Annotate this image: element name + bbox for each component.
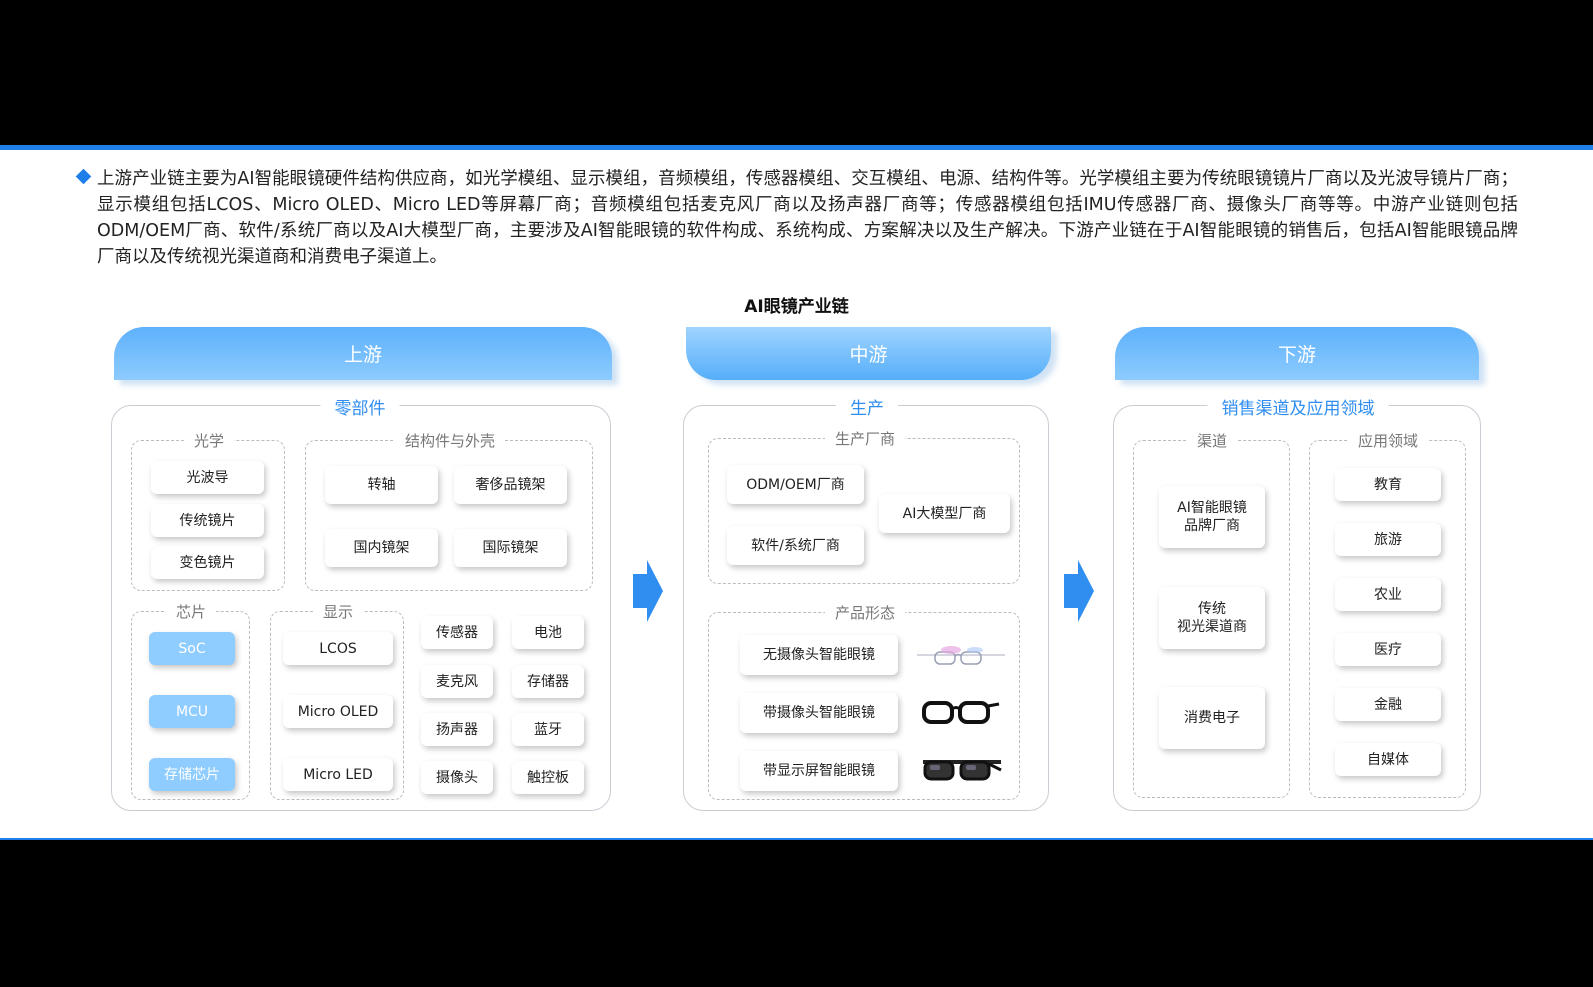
field-item: 农业 xyxy=(1335,578,1441,611)
display-item: LCOS xyxy=(283,632,393,665)
flow-arrow-icon xyxy=(633,560,663,622)
midstream-panel-title: 生产 xyxy=(836,394,898,419)
chip-item: MCU xyxy=(149,695,235,728)
structure-group: 结构件与外壳 转轴 奢侈品镜架 国内镜架 国际镜架 xyxy=(305,430,593,591)
slide: 上游产业链主要为AI智能眼镜硬件结构供应商，如光学模组、显示模组，音频模组，传感… xyxy=(0,145,1593,840)
intro-paragraph: 上游产业链主要为AI智能眼镜硬件结构供应商，如光学模组、显示模组，音频模组，传感… xyxy=(75,166,1518,270)
component-item: 摄像头 xyxy=(421,761,493,794)
camera-glasses-icon xyxy=(922,701,1000,724)
optics-item: 变色镜片 xyxy=(151,546,264,579)
channel-item: AI智能眼镜 品牌厂商 xyxy=(1159,486,1265,548)
field-item: 金融 xyxy=(1335,688,1441,721)
fields-group-title: 应用领域 xyxy=(1347,430,1429,451)
structure-item: 转轴 xyxy=(325,466,438,504)
chip-item: SoC xyxy=(149,632,235,665)
channels-group: 渠道 AI智能眼镜 品牌厂商 传统 视光渠道商 消费电子 xyxy=(1133,430,1290,798)
component-item: 电池 xyxy=(512,616,584,649)
midstream-header: 中游 xyxy=(686,327,1051,380)
optics-group-title: 光学 xyxy=(183,430,235,451)
display-glasses-icon xyxy=(923,760,1002,781)
upstream-header: 上游 xyxy=(114,327,612,380)
forms-group: 产品形态 无摄像头智能眼镜 带摄像头智能眼镜 带显示屏智能眼镜 xyxy=(708,602,1020,800)
diamond-bullet-icon xyxy=(75,168,92,185)
upstream-panel: 零部件 光学 光波导 传统镜片 变色镜片 结构件与外壳 转轴 奢侈品镜架 国内镜… xyxy=(111,394,611,811)
component-item: 蓝牙 xyxy=(512,713,584,746)
structure-item: 国际镜架 xyxy=(454,529,567,567)
form-item: 带摄像头智能眼镜 xyxy=(740,693,898,733)
chip-item: 存储芯片 xyxy=(149,758,235,791)
intro-text: 上游产业链主要为AI智能眼镜硬件结构供应商，如光学模组、显示模组，音频模组，传感… xyxy=(97,169,1518,267)
maker-item: ODM/OEM厂商 xyxy=(727,465,864,504)
field-item: 教育 xyxy=(1335,468,1441,501)
optics-group: 光学 光波导 传统镜片 变色镜片 xyxy=(131,430,285,591)
form-item: 带显示屏智能眼镜 xyxy=(740,751,898,791)
component-item: 存储器 xyxy=(512,665,584,698)
component-item: 麦克风 xyxy=(421,665,493,698)
channel-item: 消费电子 xyxy=(1159,687,1265,749)
field-item: 旅游 xyxy=(1335,523,1441,556)
camera-free-glasses-icon xyxy=(917,646,1005,665)
chip-group-title: 芯片 xyxy=(165,601,217,622)
downstream-panel: 销售渠道及应用领域 渠道 AI智能眼镜 品牌厂商 传统 视光渠道商 消费电子 应… xyxy=(1113,394,1481,811)
component-item: 传感器 xyxy=(421,616,493,649)
field-item: 医疗 xyxy=(1335,633,1441,666)
maker-item: 软件/系统厂商 xyxy=(727,526,864,565)
structure-item: 奢侈品镜架 xyxy=(454,466,567,504)
upstream-panel-title: 零部件 xyxy=(320,394,400,419)
channels-group-title: 渠道 xyxy=(1186,430,1238,451)
fields-group: 应用领域 教育 旅游 农业 医疗 金融 自媒体 xyxy=(1309,430,1466,798)
field-item: 自媒体 xyxy=(1335,743,1441,776)
downstream-header: 下游 xyxy=(1115,327,1479,380)
component-item: 扬声器 xyxy=(421,713,493,746)
component-item: 触控板 xyxy=(512,761,584,794)
chip-group: 芯片 SoC MCU 存储芯片 xyxy=(131,601,250,800)
display-item: Micro LED xyxy=(283,758,393,791)
downstream-panel-title: 销售渠道及应用领域 xyxy=(1207,394,1389,419)
makers-group: 生产厂商 ODM/OEM厂商 软件/系统厂商 AI大模型厂商 xyxy=(708,428,1020,584)
diagram-title: AI眼镜产业链 xyxy=(744,297,849,317)
flow-arrow-icon xyxy=(1064,560,1094,622)
structure-item: 国内镜架 xyxy=(325,529,438,567)
display-item: Micro OLED xyxy=(283,695,393,728)
optics-item: 光波导 xyxy=(151,461,264,494)
structure-group-title: 结构件与外壳 xyxy=(394,430,506,451)
form-item: 无摄像头智能眼镜 xyxy=(740,635,898,675)
channel-item: 传统 视光渠道商 xyxy=(1159,587,1265,649)
forms-group-title: 产品形态 xyxy=(824,602,906,623)
makers-group-title: 生产厂商 xyxy=(824,428,906,449)
midstream-panel: 生产 生产厂商 ODM/OEM厂商 软件/系统厂商 AI大模型厂商 产品形态 无… xyxy=(683,394,1049,811)
optics-item: 传统镜片 xyxy=(151,504,264,537)
display-group: 显示 LCOS Micro OLED Micro LED xyxy=(270,601,404,800)
maker-item: AI大模型厂商 xyxy=(879,494,1010,533)
display-group-title: 显示 xyxy=(312,601,364,622)
